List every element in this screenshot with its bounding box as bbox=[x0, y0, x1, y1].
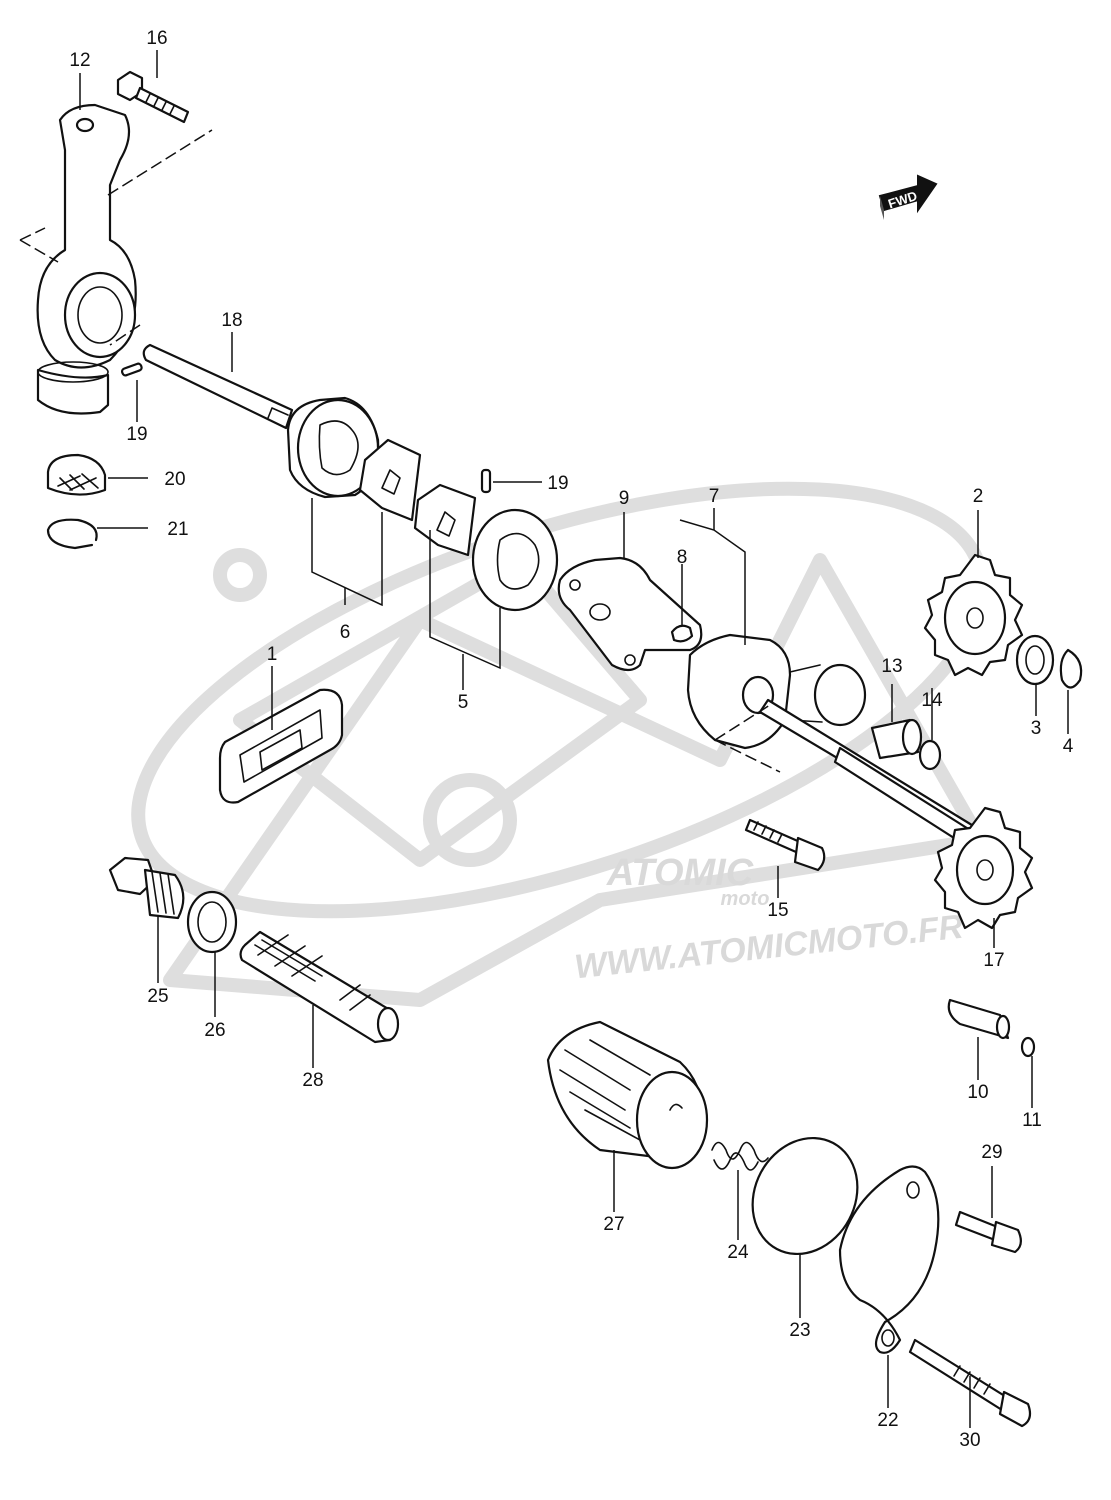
part-18-shaft bbox=[142, 343, 294, 430]
callout-18: 18 bbox=[221, 310, 242, 331]
part-6-inner-rotor bbox=[358, 438, 422, 522]
callout-26: 26 bbox=[204, 1020, 225, 1041]
part-7-pump-body bbox=[686, 633, 867, 750]
callout-30: 30 bbox=[959, 1430, 980, 1451]
watermark-logo-sub: moto bbox=[721, 888, 770, 910]
part-2-gear bbox=[923, 553, 1024, 677]
leader-lines bbox=[79, 50, 1069, 1428]
callout-25: 25 bbox=[147, 986, 168, 1007]
callout-29: 29 bbox=[981, 1142, 1002, 1163]
part-10-fitting bbox=[947, 998, 1011, 1040]
callout-16: 16 bbox=[146, 28, 167, 49]
part-28-oil-screen bbox=[239, 930, 400, 1044]
callout-12: 12 bbox=[69, 50, 90, 71]
part-19-pin-left bbox=[120, 362, 143, 377]
part-4-circlip bbox=[1059, 648, 1083, 689]
callout-9: 9 bbox=[619, 488, 630, 509]
callout-11: 11 bbox=[1022, 1110, 1042, 1131]
part-27-oil-filter bbox=[546, 1020, 709, 1170]
callout-17: 17 bbox=[983, 950, 1004, 971]
part-30-bolt bbox=[908, 1338, 1032, 1428]
part-8-pin bbox=[670, 624, 694, 643]
part-3-washer bbox=[1015, 634, 1055, 686]
part-5-inner-rotor bbox=[413, 483, 477, 557]
callout-7: 7 bbox=[709, 486, 720, 507]
part-29-bolt bbox=[954, 1210, 1022, 1254]
callout-1: 1 bbox=[267, 644, 278, 665]
part-1-gasket bbox=[218, 688, 344, 804]
part-6-outer-rotor bbox=[286, 396, 380, 499]
callout-6: 6 bbox=[340, 622, 351, 643]
part-26-washer bbox=[186, 890, 238, 954]
callout-27: 27 bbox=[603, 1214, 624, 1235]
callout-19-center: 19 bbox=[547, 473, 568, 494]
callout-5: 5 bbox=[458, 692, 469, 713]
part-12-bracket bbox=[36, 103, 137, 415]
fwd-arrow-icon: FWD bbox=[878, 174, 938, 220]
part-17-gear bbox=[933, 806, 1034, 930]
callout-2: 2 bbox=[973, 486, 984, 507]
callout-28: 28 bbox=[302, 1070, 323, 1091]
part-23-o-ring bbox=[751, 1136, 859, 1256]
callout-10: 10 bbox=[967, 1082, 988, 1103]
part-11-o-ring bbox=[1020, 1036, 1036, 1058]
part-15-bolt bbox=[744, 818, 826, 872]
callout-13: 13 bbox=[881, 656, 902, 677]
callout-14: 14 bbox=[921, 690, 943, 711]
part-25-drain-plug bbox=[108, 856, 185, 920]
part-19-pin-center bbox=[480, 468, 492, 494]
part-22-filter-cover bbox=[838, 1165, 940, 1354]
callout-19-left: 19 bbox=[126, 424, 147, 445]
part-13-bushing bbox=[870, 718, 923, 760]
callout-23: 23 bbox=[789, 1320, 810, 1341]
callout-3: 3 bbox=[1031, 718, 1042, 739]
callout-21: 21 bbox=[167, 519, 188, 540]
part-9-pump-plate bbox=[557, 556, 703, 672]
callout-8: 8 bbox=[677, 547, 688, 568]
callout-20: 20 bbox=[164, 469, 185, 490]
callout-4: 4 bbox=[1063, 736, 1074, 757]
watermark-logo-text: ATOMIC bbox=[606, 852, 754, 894]
part-20-strainer-cap bbox=[46, 453, 107, 496]
part-24-spring bbox=[711, 1141, 769, 1171]
callout-24: 24 bbox=[727, 1242, 749, 1263]
callout-22: 22 bbox=[877, 1410, 898, 1431]
callout-15: 15 bbox=[767, 900, 788, 921]
part-16-bolt bbox=[116, 70, 190, 124]
part-14-o-ring bbox=[918, 739, 942, 771]
fwd-label: FWD bbox=[886, 188, 919, 211]
callout-labels: 1 2 3 4 5 6 7 8 9 10 11 12 13 14 15 16 1… bbox=[69, 28, 1073, 1451]
part-21-circlip bbox=[46, 518, 98, 550]
part-5-outer-rotor bbox=[471, 508, 559, 612]
